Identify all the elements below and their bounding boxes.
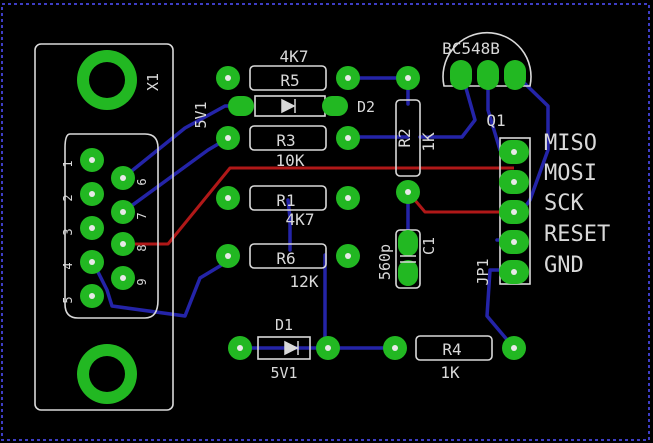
- r3-name: R3: [276, 131, 295, 150]
- isp-label-gnd: GND: [544, 253, 584, 278]
- board-outline: [1, 3, 650, 441]
- pin-label-5: 5: [61, 296, 75, 303]
- r5-name: R5: [280, 71, 299, 90]
- c1-name: C1: [420, 237, 438, 255]
- r4-name: R4: [442, 340, 461, 359]
- pin-label-6: 6: [135, 178, 149, 185]
- pin-label-8: 8: [135, 244, 149, 251]
- connector-label: X1: [144, 73, 162, 91]
- jp1-name: JP1: [474, 258, 492, 285]
- pin-label-4: 4: [61, 262, 75, 269]
- r6-value: 12K: [290, 272, 319, 291]
- isp-label-sck: SCK: [544, 191, 584, 216]
- pin-label-2: 2: [61, 194, 75, 201]
- pin-label-1: 1: [61, 160, 75, 167]
- d2-name: D2: [357, 98, 375, 116]
- top-traces: [135, 166, 514, 246]
- r1-value: 4K7: [286, 210, 315, 229]
- pin-label-7: 7: [135, 212, 149, 219]
- silkscreen-outlines: [34, 31, 532, 411]
- mounting-hole-top: [89, 62, 125, 98]
- d1-value: 5V1: [270, 364, 297, 382]
- bottom-traces: [90, 72, 550, 350]
- r2-name: R2: [395, 128, 414, 147]
- diode-symbols: [281, 98, 416, 356]
- drill-holes: [89, 75, 517, 351]
- isp-label-miso: MISO: [544, 131, 597, 156]
- pin-label-9: 9: [135, 278, 149, 285]
- zener-value-label: 5V1: [192, 101, 210, 128]
- r3-value: 10K: [276, 151, 305, 170]
- r2-value: 1K: [419, 132, 438, 152]
- c1-value: 560p: [376, 244, 394, 280]
- d1-name: D1: [275, 316, 293, 334]
- r1-name: R1: [276, 191, 295, 210]
- mounting-hole-bottom: [89, 356, 125, 392]
- q1-name: Q1: [486, 111, 505, 130]
- r5-value: 4K7: [280, 47, 309, 66]
- q1-value: BC548B: [442, 39, 500, 58]
- r6-name: R6: [276, 249, 295, 268]
- pin-label-3: 3: [61, 228, 75, 235]
- isp-label-reset: RESET: [544, 222, 610, 247]
- r4-value: 1K: [440, 363, 460, 382]
- isp-label-mosi: MOSI: [544, 161, 597, 186]
